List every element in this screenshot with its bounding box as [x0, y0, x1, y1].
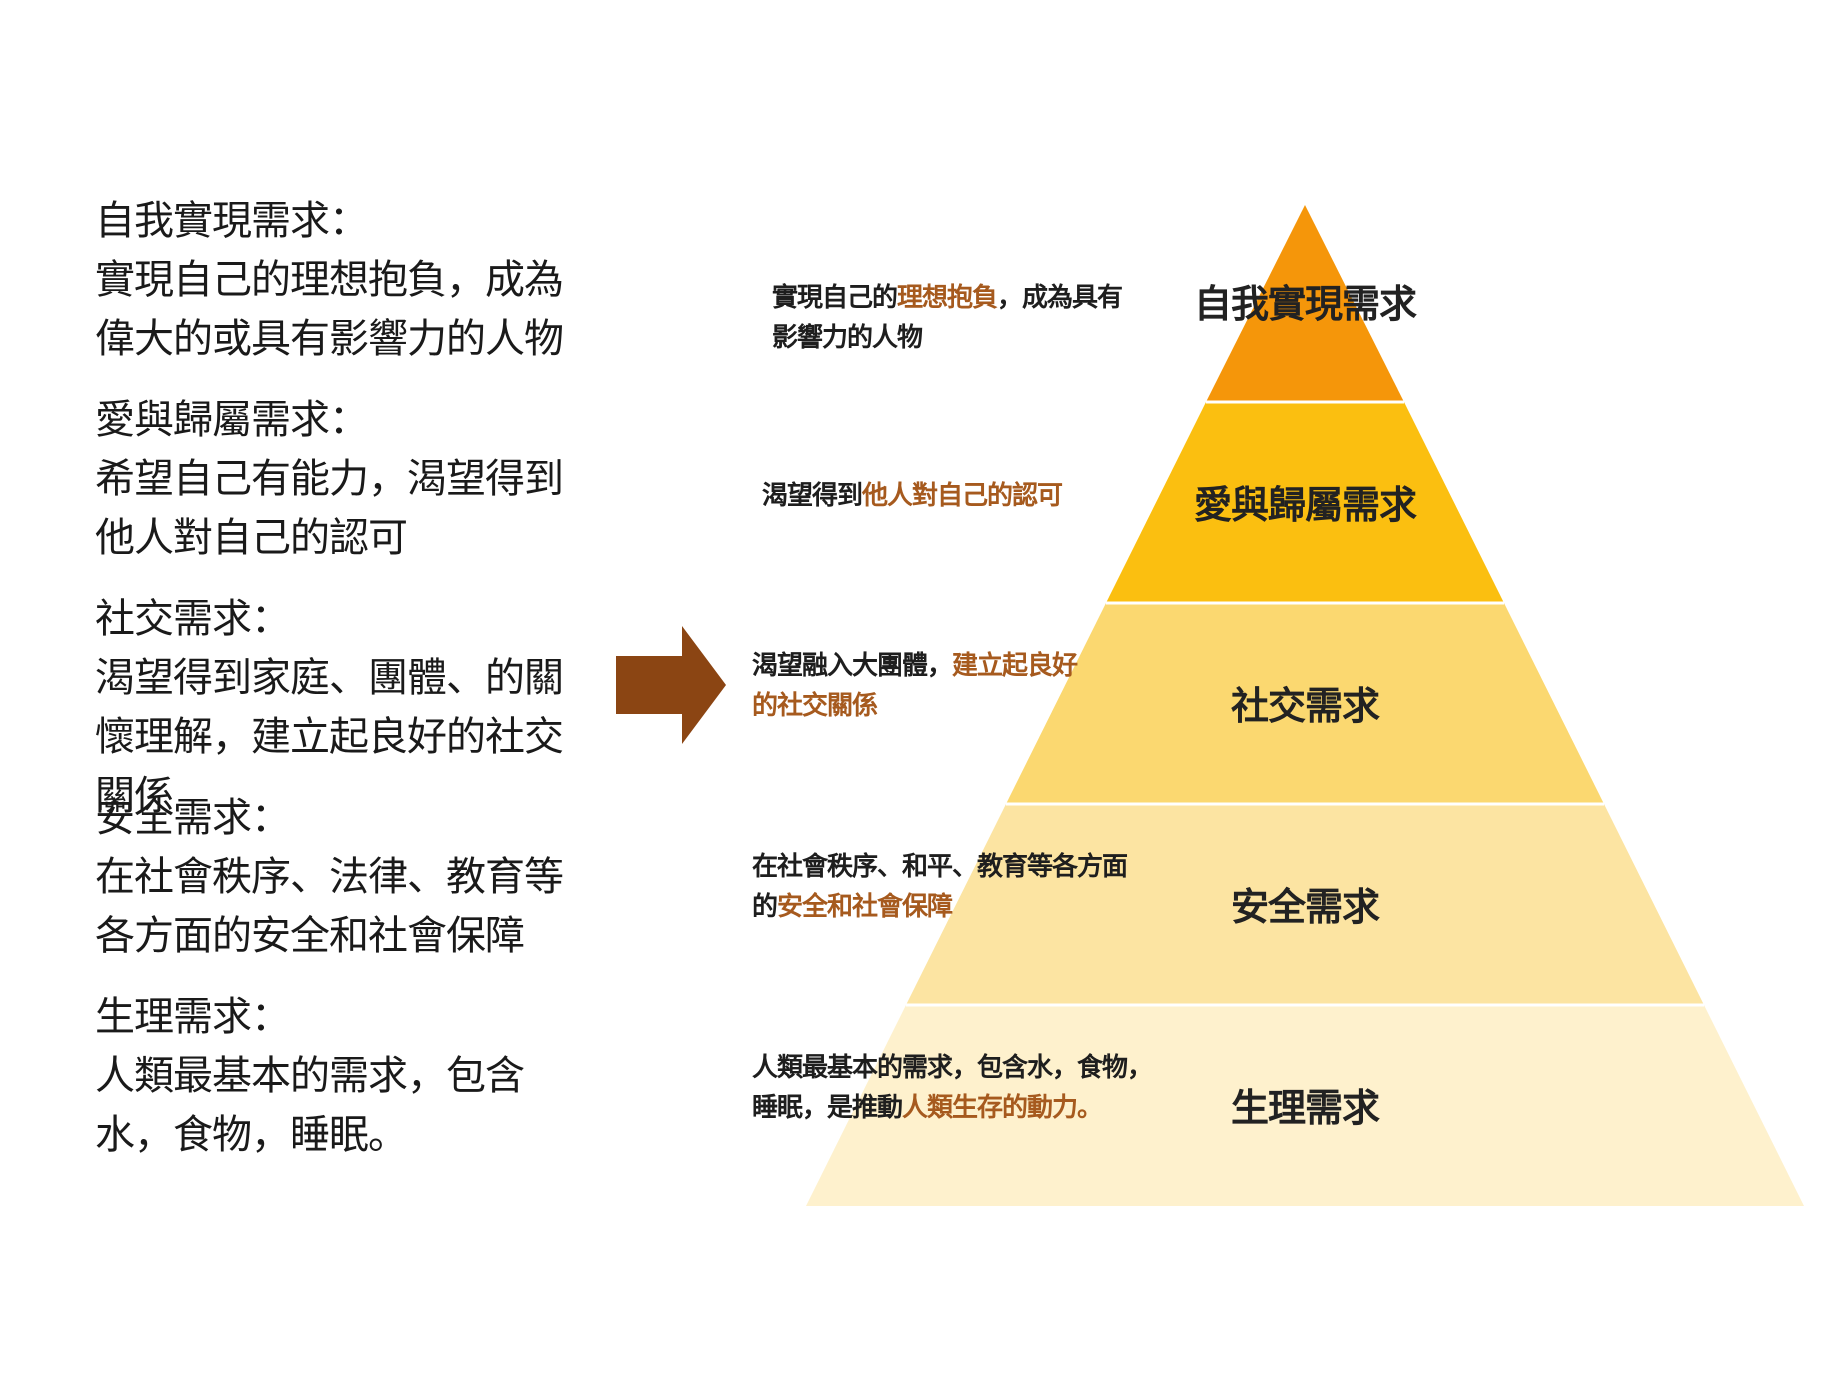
desc-body: 渴望得到家庭、團體、的關懷理解，建立起良好的社交關係: [95, 655, 564, 819]
desc-title: 社交需求：: [95, 596, 291, 642]
level-label-safety: 安全需求: [1230, 885, 1380, 929]
desc-body: 人類最基本的需求，包含水，食物，睡眠。: [95, 1053, 525, 1158]
desc-self-actualization: 自我實現需求： 實現自己的理想抱負，成為偉大的或具有影響力的人物: [95, 192, 595, 369]
note-text: 渴望融入大團體，: [752, 651, 953, 681]
note-highlight: 他人對自己的認可: [862, 481, 1063, 511]
note-text: 人類最基本的需求，包含水，食物，: [752, 1053, 1153, 1083]
pyramid-level-love-belonging: [1106, 402, 1504, 603]
level-label-self-actualization: 自我實現需求: [1193, 282, 1417, 326]
desc-body: 希望自己有能力，渴望得到他人對自己的認可: [95, 456, 564, 561]
note-text: 渴望得到: [762, 481, 863, 511]
pyramid-level-safety: [906, 804, 1704, 1005]
note-highlight: 理想抱負: [897, 283, 998, 313]
note-text: 的: [752, 892, 778, 922]
desc-title: 生理需求：: [95, 994, 291, 1040]
note-text: 實現自己的: [772, 283, 898, 313]
note-love-belonging: 渴望得到他人對自己的認可: [762, 476, 1152, 516]
note-text: 睡眠，是推動: [752, 1093, 903, 1123]
note-highlight: 人類生存的動力。: [902, 1093, 1103, 1123]
desc-safety: 安全需求： 在社會秩序、法律、教育等各方面的安全和社會保障: [95, 789, 595, 966]
note-physiological: 人類最基本的需求，包含水，食物， 睡眠，是推動人類生存的動力。: [752, 1048, 1172, 1128]
level-label-social: 社交需求: [1230, 684, 1380, 728]
level-label-physiological: 生理需求: [1230, 1086, 1380, 1130]
pyramid-level-physiological: [806, 1005, 1804, 1206]
desc-title: 自我實現需求：: [95, 198, 369, 244]
arrow-shape: [616, 626, 726, 744]
desc-title: 愛與歸屬需求：: [95, 397, 369, 443]
pyramid-level-self-actualization: [1206, 205, 1404, 402]
note-text: 在社會秩序、和平、教育等各方面: [752, 852, 1128, 882]
desc-social: 社交需求： 渴望得到家庭、團體、的關懷理解，建立起良好的社交關係: [95, 590, 595, 826]
desc-title: 安全需求：: [95, 795, 291, 841]
note-safety: 在社會秩序、和平、教育等各方面 的安全和社會保障: [752, 847, 1172, 927]
desc-love-belonging: 愛與歸屬需求： 希望自己有能力，渴望得到他人對自己的認可: [95, 391, 595, 568]
level-label-love-belonging: 愛與歸屬需求: [1193, 483, 1417, 527]
note-highlight: 的社交關係: [752, 691, 878, 721]
desc-body: 在社會秩序、法律、教育等各方面的安全和社會保障: [95, 854, 564, 959]
note-social: 渴望融入大團體，建立起良好 的社交關係: [752, 646, 1142, 726]
desc-physiological: 生理需求： 人類最基本的需求，包含水，食物，睡眠。: [95, 988, 595, 1165]
note-self-actualization: 實現自己的理想抱負，成為具有 影響力的人物: [772, 278, 1162, 358]
note-highlight: 安全和社會保障: [777, 892, 953, 922]
right-arrow-icon: [616, 626, 726, 744]
note-text: 影響力的人物: [772, 323, 923, 353]
note-text: ，成為具有: [997, 283, 1123, 313]
desc-body: 實現自己的理想抱負，成為偉大的或具有影響力的人物: [95, 257, 564, 362]
pyramid-level-social: [1006, 603, 1604, 804]
note-highlight: 建立起良好: [952, 651, 1078, 681]
